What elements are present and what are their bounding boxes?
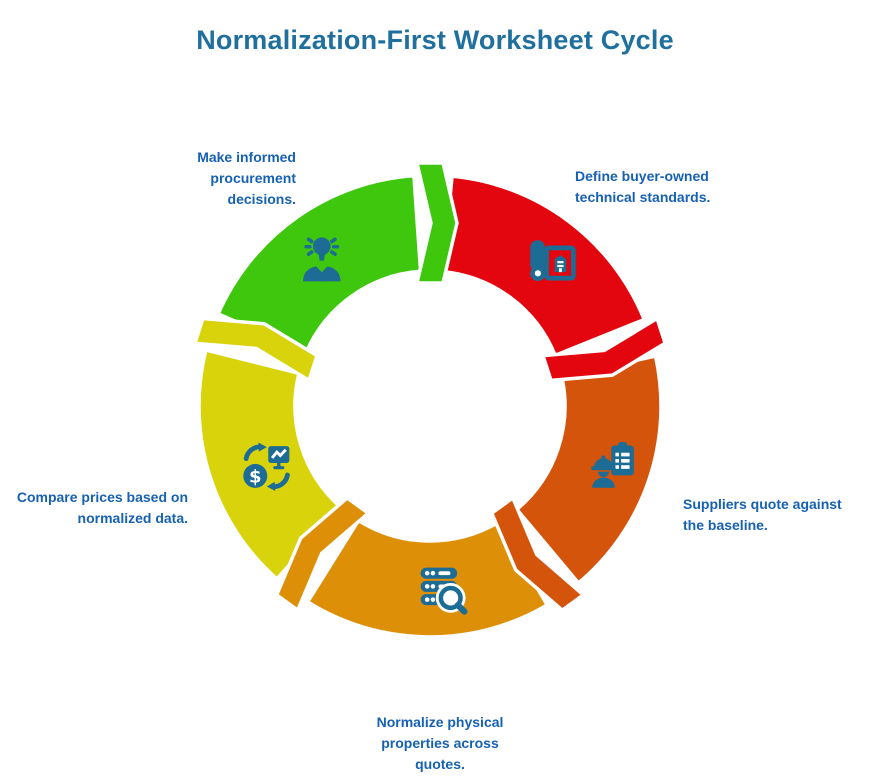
- cycle-arrow-compare: [193, 316, 319, 383]
- cycle-segment-compare: [197, 348, 343, 581]
- step-label-compare: Compare prices based on normalized data.: [16, 489, 188, 526]
- blueprint-icon: [530, 240, 576, 281]
- step-label-define: Define buyer-owned technical standards.: [575, 168, 711, 205]
- step-label-decide: Make informed procurement decisions.: [197, 149, 296, 207]
- cycle-segment-normalize: [305, 518, 549, 639]
- price-exchange-icon: $: [243, 442, 290, 492]
- dollar-symbol: $: [249, 466, 262, 487]
- cycle-arrow-define: [541, 316, 667, 383]
- step-label-normalize: Normalize physical properties across quo…: [376, 714, 504, 772]
- engineer-clipboard-icon: [591, 441, 634, 488]
- cycle-segment-decide: [216, 173, 423, 354]
- cycle-segment-suppliers: [515, 354, 663, 585]
- cycle-arrow-suppliers: [490, 496, 586, 612]
- page-title: Normalization-First Worksheet Cycle: [196, 25, 674, 55]
- idea-person-icon: [303, 237, 341, 282]
- database-search-icon: [420, 567, 468, 615]
- cycle-arrow-decide: [415, 161, 459, 285]
- cycle-ring: [193, 161, 667, 639]
- step-label-suppliers: Suppliers quote against the baseline.: [683, 496, 842, 533]
- cycle-arrow-normalize: [274, 496, 370, 612]
